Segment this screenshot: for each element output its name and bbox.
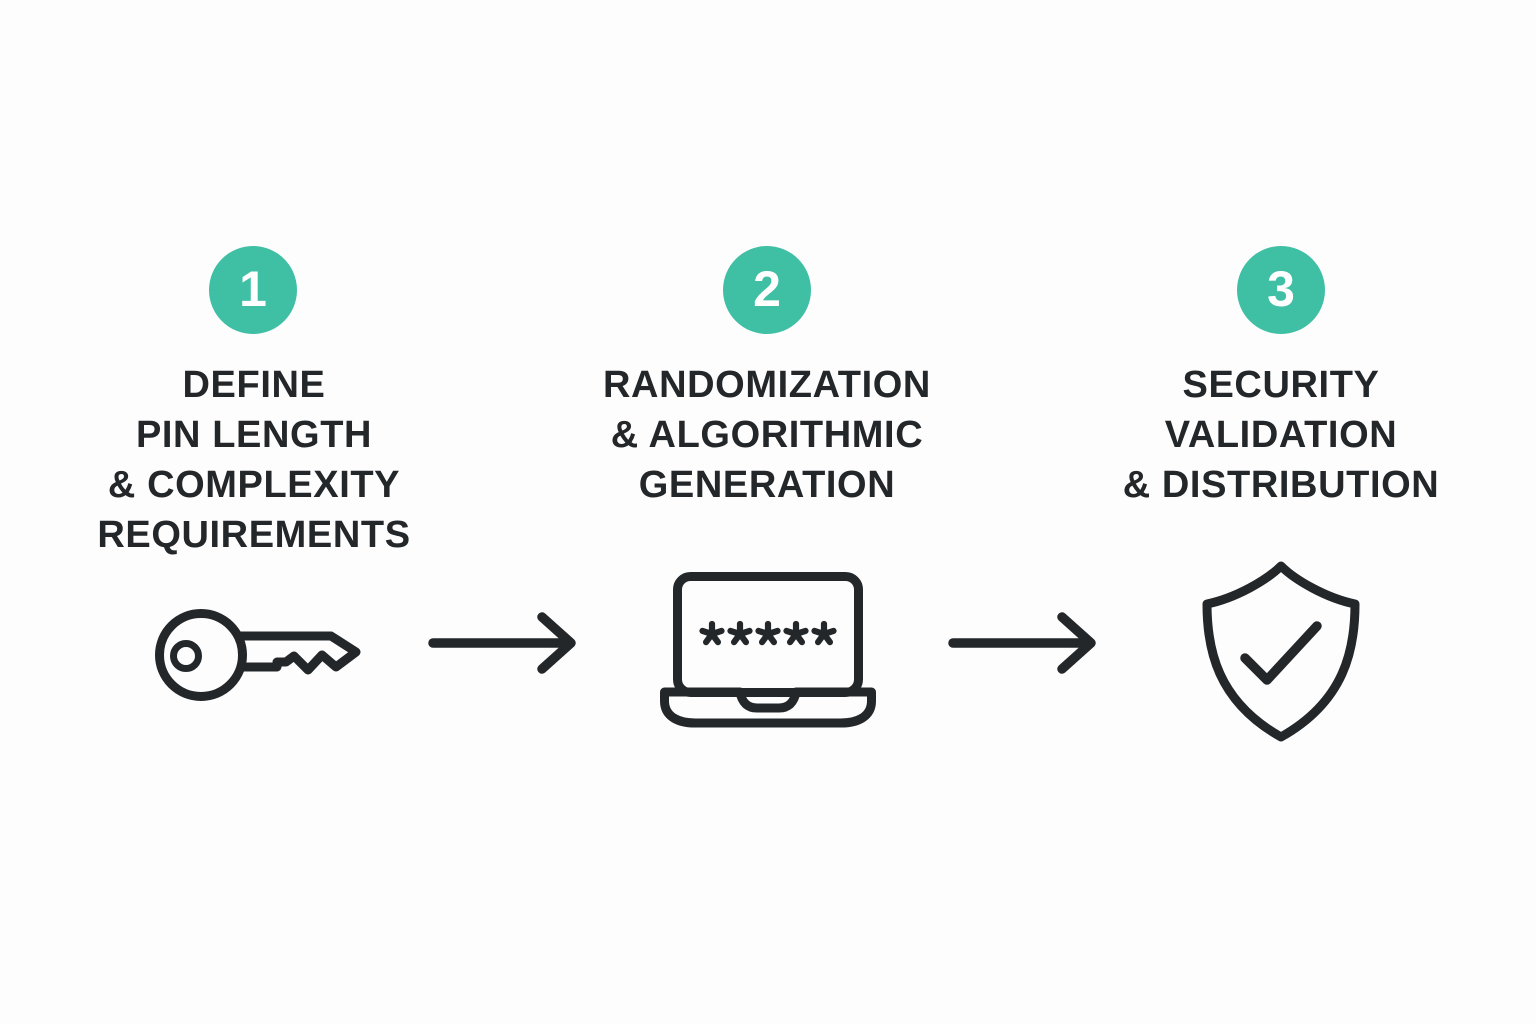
- laptop-password-icon: [660, 572, 876, 728]
- step-1-number-badge: 1: [209, 246, 297, 334]
- step-2-title: RANDOMIZATION & ALGORITHMIC GENERATION: [517, 360, 1017, 510]
- step-1-title-line: PIN LENGTH: [135, 414, 373, 456]
- arrow-right-icon: [948, 611, 1098, 675]
- step-2-title-line: RANDOMIZATION: [603, 364, 931, 406]
- step-1-title-line: DEFINE: [182, 364, 326, 406]
- step-3-title-line: VALIDATION: [1164, 414, 1398, 456]
- step-3-title-line: SECURITY: [1182, 364, 1380, 406]
- step-1-number: 1: [239, 261, 267, 317]
- arrow-right-icon: [428, 611, 578, 675]
- step-1-title-line: REQUIREMENTS: [97, 514, 411, 556]
- step-3-title-line: & DISTRIBUTION: [1122, 464, 1440, 506]
- key-icon: [155, 606, 363, 704]
- step-2-number-badge: 2: [723, 246, 811, 334]
- step-2-title-line: & ALGORITHMIC: [610, 414, 924, 456]
- step-1-title-line: & COMPLEXITY: [107, 464, 401, 506]
- shield-check-icon: [1200, 561, 1362, 743]
- step-1-title: DEFINE PIN LENGTH & COMPLEXITY REQUIREME…: [4, 360, 504, 560]
- step-3-title: SECURITY VALIDATION & DISTRIBUTION: [1031, 360, 1531, 510]
- step-3-number: 3: [1267, 261, 1295, 317]
- step-3-number-badge: 3: [1237, 246, 1325, 334]
- step-2-number: 2: [753, 261, 781, 317]
- step-2-title-line: GENERATION: [638, 464, 896, 506]
